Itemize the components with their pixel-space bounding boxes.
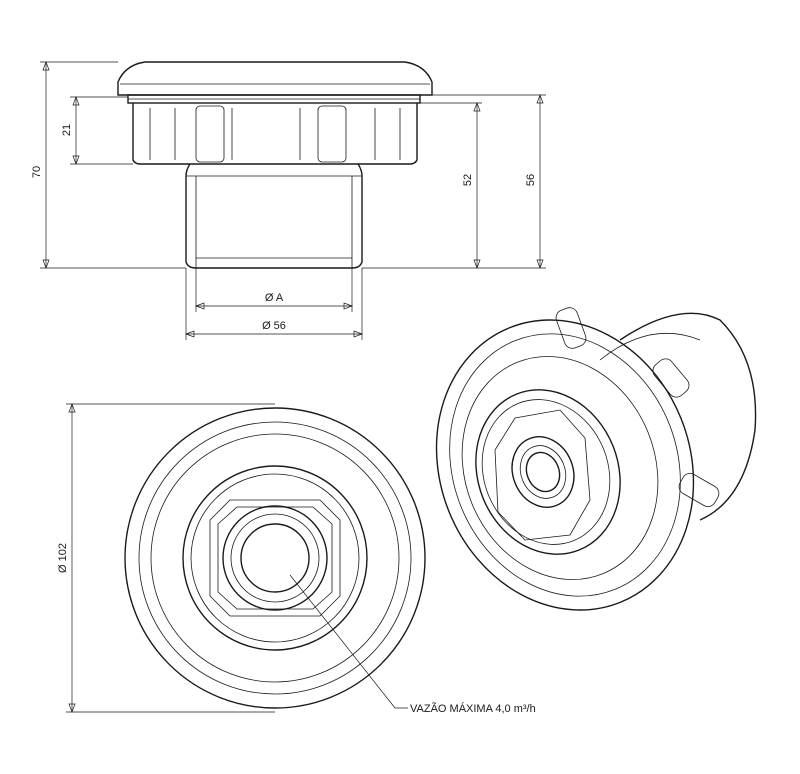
side-view: 70 21 52 56 Ø A Ø 56 xyxy=(31,61,546,340)
dim-overall-height: 70 xyxy=(31,166,43,178)
front-view: Ø 102 VAZÃO MÁXIMA 4,0 m³/h xyxy=(57,403,536,715)
body-cylinder xyxy=(185,163,363,269)
dim-head-height: 21 xyxy=(61,124,73,136)
dim-outer-diameter: Ø 56 xyxy=(262,320,286,332)
flange-top xyxy=(117,61,433,96)
flow-leader-line xyxy=(289,574,408,709)
ribbed-collar xyxy=(132,103,418,165)
iso-nozzle xyxy=(525,451,561,493)
max-flow-callout: VAZÃO MÁXIMA 4,0 m³/h xyxy=(410,702,536,715)
dim-total-height: 56 xyxy=(525,174,537,186)
nozzle-opening xyxy=(240,523,310,593)
nut-outline xyxy=(209,499,341,617)
dim-inner-diameter: Ø A xyxy=(265,292,284,304)
dim-body-height: 52 xyxy=(462,174,474,186)
iso-flange-outer xyxy=(435,319,695,611)
isometric-view xyxy=(435,307,757,611)
flange-outer-circle xyxy=(124,407,426,709)
dim-flange-diameter: Ø 102 xyxy=(57,543,69,573)
